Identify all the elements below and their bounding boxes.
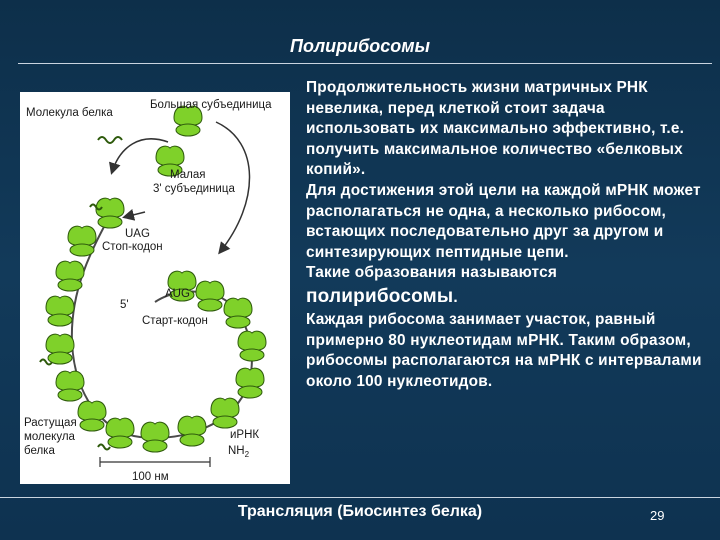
label-scale: 100 нм bbox=[132, 471, 169, 483]
polyribosome-diagram: UAG AUG Молекула белка Большая субъедини… bbox=[24, 99, 272, 483]
polyribosome-figure: UAG AUG Молекула белка Большая субъедини… bbox=[20, 92, 290, 484]
term-polyribosomes: полирибосомы bbox=[306, 285, 454, 307]
ribosome bbox=[177, 415, 207, 447]
ribosome bbox=[105, 417, 135, 449]
paragraph: Каждая рибосома занимает участок, равный… bbox=[306, 310, 702, 390]
footer-divider bbox=[0, 497, 720, 498]
label-small-2: 3' субъединица bbox=[153, 183, 235, 195]
label-stop-codon: Стоп-кодон bbox=[102, 241, 163, 253]
label-protein: Молекула белка bbox=[26, 107, 113, 119]
recycle-arrow bbox=[109, 138, 169, 175]
label-5prime: 5' bbox=[120, 299, 129, 311]
ribosome bbox=[95, 197, 125, 229]
slide-title: Полирибосомы bbox=[290, 36, 430, 56]
paragraph: Продолжительность жизни матричных РНК не… bbox=[306, 79, 685, 179]
start-codon-seq: AUG bbox=[165, 288, 190, 300]
label-start-codon: Старт-кодон bbox=[142, 315, 208, 327]
body-text: Продолжительность жизни матричных РНК не… bbox=[306, 78, 706, 392]
ribosome bbox=[55, 370, 85, 402]
label-mrna: иРНК bbox=[230, 429, 259, 441]
footer-title: Трансляция (Биосинтез белка) bbox=[237, 503, 483, 520]
ribosome bbox=[140, 421, 170, 453]
ribosome bbox=[235, 367, 265, 399]
label-growing-3: белка bbox=[24, 445, 55, 457]
label-nh2: NH2 bbox=[228, 445, 250, 459]
label-small-1: Малая bbox=[170, 169, 205, 181]
ribosome bbox=[67, 225, 97, 257]
ribosome bbox=[210, 397, 240, 429]
ribosome bbox=[77, 400, 107, 432]
ribosome bbox=[195, 280, 225, 312]
recycle-arrow bbox=[215, 121, 251, 255]
ribosome bbox=[45, 333, 75, 365]
ribosome bbox=[237, 330, 267, 362]
page-number: 29 bbox=[650, 508, 665, 523]
ribosome bbox=[223, 297, 253, 329]
stop-codon-seq: UAG bbox=[125, 228, 150, 240]
paragraph: Для достижения этой цели на каждой мРНК … bbox=[306, 181, 701, 261]
title-divider bbox=[18, 63, 712, 64]
label-growing-1: Растущая bbox=[24, 417, 77, 429]
label-growing-2: молекула bbox=[24, 431, 76, 443]
label-large-subunit: Большая субъединица bbox=[150, 99, 272, 111]
ribosome bbox=[55, 260, 85, 292]
ribosome bbox=[45, 295, 75, 327]
recycle-arrow bbox=[122, 208, 146, 221]
